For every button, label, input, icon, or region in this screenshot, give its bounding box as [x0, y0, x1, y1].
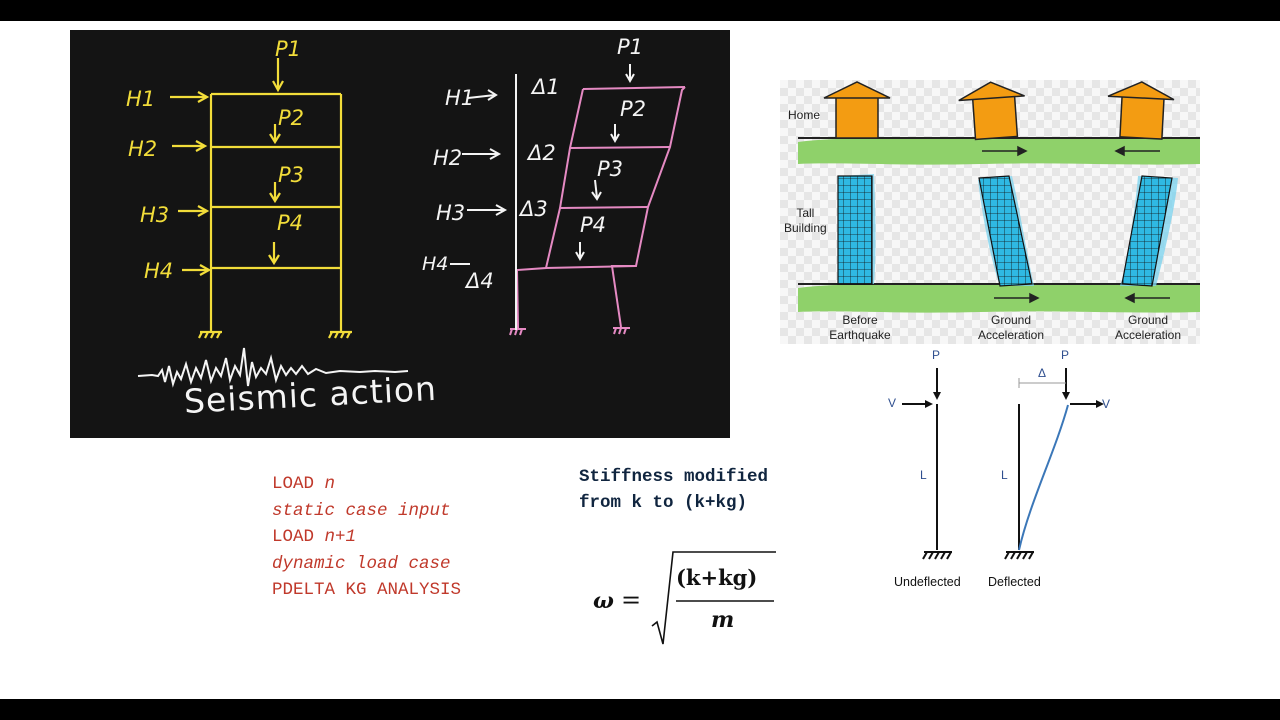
- rp4-label: P4: [580, 213, 606, 237]
- caption-deflected: Deflected: [988, 575, 1041, 589]
- earthquake-drawing: [798, 81, 1200, 313]
- frames-drawing: H1 H2 H3 H4 P1 P2 P3 P4: [126, 35, 686, 388]
- p1-label: P1: [275, 37, 301, 61]
- pink-frame: [509, 86, 686, 336]
- p-label-left: P: [932, 348, 941, 362]
- earthquake-illustration: Home Tall Building Before Earthquake Gro…: [780, 80, 1200, 344]
- yellow-frame-labels: H1 H2 H3 H4 P1 P2 P3 P4: [126, 37, 304, 283]
- house-2-roof: [958, 81, 1025, 102]
- rh2-label: H2: [433, 146, 462, 170]
- pdelta-arrowheads: [925, 392, 1104, 408]
- whiteboard-panel: H1 H2 H3 H4 P1 P2 P3 P4: [70, 30, 730, 438]
- caption-before-earthquake: Before Earthquake: [829, 313, 891, 342]
- rp3-label: P3: [597, 157, 623, 181]
- top-letterbox: [0, 0, 1280, 21]
- stiffness-note: Stiffness modified from k to (k+kg): [579, 464, 768, 516]
- v-label-left: V: [888, 396, 897, 410]
- h4-label: H4: [144, 259, 173, 283]
- h2-label: H2: [128, 137, 157, 161]
- rp2-label: P2: [620, 97, 646, 121]
- house-3: [1119, 94, 1165, 140]
- delta1-label: Δ1: [530, 75, 560, 99]
- houses: [823, 81, 1175, 141]
- equals-sign: =: [621, 586, 642, 614]
- white-arrows: [450, 64, 635, 330]
- pdelta-figure: P P Δ V V L L Undeflected Deflected: [880, 342, 1160, 592]
- building-1: [837, 175, 873, 285]
- caption-ground-acceleration-2: Ground Acceleration: [1114, 313, 1182, 342]
- rp1-label: P1: [617, 35, 643, 59]
- rh1-label: H1: [445, 86, 474, 110]
- l-label-left: L: [920, 468, 927, 482]
- deflected-column-curve: [1018, 404, 1069, 551]
- h1-label: H1: [126, 87, 155, 111]
- p4-label: P4: [277, 211, 303, 235]
- house-2: [971, 93, 1019, 141]
- stiffness-note-line2: from k to (k+kg): [579, 493, 748, 513]
- rh4-label: H4: [422, 253, 448, 275]
- radical-sign: [651, 551, 776, 645]
- staad-commands: LOAD n static case input LOAD n+1 dynami…: [272, 471, 461, 604]
- yellow-frame: [170, 58, 352, 339]
- tall-buildings: [837, 174, 1178, 287]
- delta-label: Δ: [1038, 366, 1047, 380]
- command-line-load-n1: LOAD n+1: [272, 527, 357, 548]
- l-label-right: L: [1001, 468, 1008, 482]
- formula-denominator: m: [711, 607, 735, 633]
- v-label-right: V: [1102, 397, 1111, 411]
- stiffness-note-line1: Stiffness modified: [579, 467, 769, 487]
- bottom-arrows: [994, 292, 1170, 304]
- command-line-pdelta: PDELTA KG ANALYSIS: [272, 580, 462, 601]
- tall-building-label: Tall Building: [784, 206, 827, 235]
- house-1: [835, 95, 879, 139]
- building-3: [1121, 175, 1173, 287]
- frequency-formula: ω = (k+kg) m: [590, 548, 790, 648]
- pdelta-drawing: [902, 368, 1104, 560]
- building-2: [978, 175, 1033, 287]
- caption-ground-acceleration-1: Ground Acceleration: [977, 313, 1045, 342]
- bottom-letterbox: [0, 699, 1280, 720]
- top-arrows: [982, 145, 1160, 157]
- p-label-right: P: [1061, 348, 1070, 362]
- house-1-roof: [823, 81, 891, 99]
- formula-numerator: (k+kg): [676, 565, 758, 590]
- rh3-label: H3: [436, 201, 465, 225]
- command-line-load-n: LOAD n: [272, 474, 336, 494]
- p3-label: P3: [278, 163, 304, 187]
- h3-label: H3: [140, 203, 169, 227]
- delta-dimension: [1018, 378, 1066, 388]
- command-line-dynamic: dynamic load case: [272, 553, 451, 574]
- command-line-static: static case input: [272, 500, 451, 521]
- delta3-label: Δ3: [518, 197, 548, 221]
- omega-symbol: ω: [593, 588, 614, 614]
- house-3-roof: [1107, 81, 1175, 101]
- seismic-waveform: [137, 347, 409, 388]
- pink-frame-labels: H1 H2 H3 H4 Δ1 Δ2 Δ3 Δ4 P1 P2 P3 P4: [422, 35, 646, 293]
- home-label: Home: [788, 108, 821, 122]
- caption-undeflected: Undeflected: [894, 575, 961, 589]
- p2-label: P2: [278, 106, 304, 130]
- delta4-label: Δ4: [464, 269, 494, 293]
- delta2-label: Δ2: [526, 141, 556, 165]
